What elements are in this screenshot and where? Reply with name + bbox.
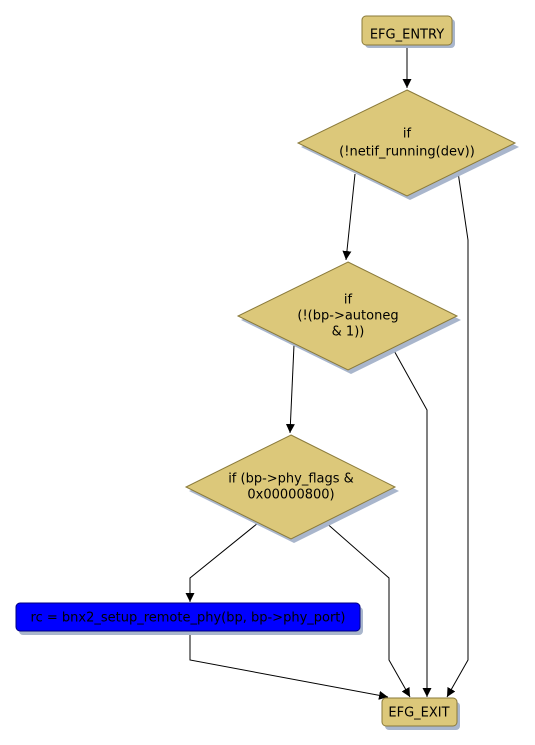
node-efg-entry-label: EFG_ENTRY bbox=[370, 28, 444, 43]
node-condition-phy-flags[interactable]: if (bp->phy_flags & 0x00000800) bbox=[184, 434, 399, 543]
node-setup-remote-phy-call[interactable]: rc = bnx2_setup_remote_phy(bp, bp->phy_p… bbox=[15, 602, 363, 635]
node-condition-autoneg[interactable]: if (!(bp->autoneg & 1)) bbox=[236, 261, 461, 374]
condition-3-line-2: 0x00000800) bbox=[247, 488, 334, 503]
condition-2-line-1: if bbox=[344, 293, 353, 308]
edge-cond3-to-exit bbox=[323, 520, 411, 698]
edge-cond3-to-call bbox=[185, 522, 259, 602]
condition-2-line-2: (!(bp->autoneg bbox=[297, 309, 398, 324]
node-condition-netif-running[interactable]: if (!netif_running(dev)) bbox=[296, 89, 519, 200]
node-efg-exit-label: EFG_EXIT bbox=[388, 706, 449, 721]
edge-cond1-to-exit bbox=[446, 171, 469, 698]
condition-1-line-1: if bbox=[403, 127, 412, 142]
node-efg-entry[interactable]: EFG_ENTRY bbox=[361, 15, 455, 48]
edge-call-to-exit bbox=[189, 631, 389, 700]
condition-1-line-2: (!netif_running(dev)) bbox=[339, 145, 475, 160]
edges bbox=[185, 46, 469, 700]
edge-cond1-to-cond2 bbox=[342, 173, 356, 261]
node-efg-exit[interactable]: EFG_EXIT bbox=[381, 697, 460, 730]
condition-3-line-1: if (bp->phy_flags & bbox=[228, 472, 354, 487]
edge-cond2-to-cond3 bbox=[285, 344, 295, 434]
edge-cond2-to-exit bbox=[391, 346, 432, 697]
condition-2-line-3: & 1)) bbox=[332, 325, 365, 340]
node-setup-remote-phy-label: rc = bnx2_setup_remote_phy(bp, bp->phy_p… bbox=[31, 611, 346, 626]
